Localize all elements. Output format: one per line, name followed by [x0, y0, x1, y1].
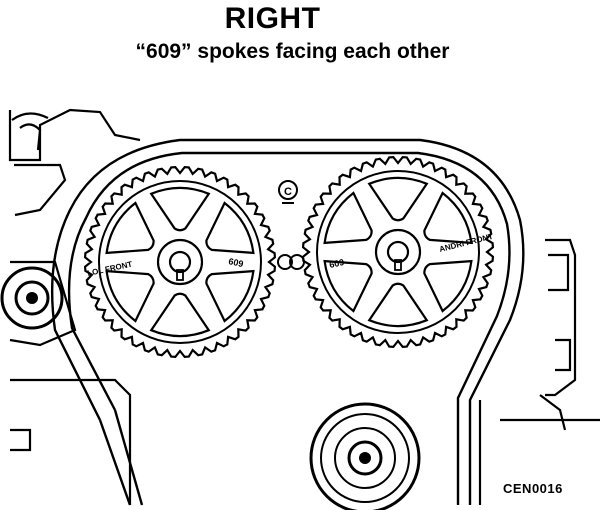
gear-spoke-window	[323, 191, 373, 245]
gear-spoke-window	[149, 292, 211, 338]
gear-rim	[98, 180, 262, 344]
alignment-mark-label: C	[284, 186, 292, 198]
gear-rim	[316, 170, 480, 334]
gear-spoke-window	[367, 282, 429, 328]
diagram-title: RIGHT	[224, 2, 321, 35]
camshaft-gear-left	[83, 165, 277, 359]
gear-teeth	[83, 165, 277, 359]
right-gear-front-mark: ANDRI FRONT	[438, 232, 494, 254]
gear-spoke-window	[367, 176, 429, 222]
alignment-mark: C	[277, 180, 305, 270]
gear-hub	[374, 228, 422, 276]
gear-spoke-window	[105, 201, 155, 255]
gear-bore	[386, 240, 410, 264]
gear-spoke-window	[205, 269, 255, 323]
gear-spoke-window	[149, 186, 211, 232]
gear-spoke-window	[423, 259, 473, 313]
right-gear-609-mark: 609	[328, 257, 345, 270]
timing-belt	[50, 138, 525, 506]
gear-bore	[168, 250, 192, 274]
gear-keyway	[394, 259, 402, 271]
figure-code: CEN0016	[503, 481, 563, 496]
idler-pulley-left	[0, 260, 77, 347]
gear-hub	[156, 238, 204, 286]
crankshaft-pulley	[309, 402, 421, 510]
gear-spoke-window	[323, 259, 373, 313]
left-gear-609-mark: 609	[228, 256, 245, 269]
diagram-subtitle: “609” spokes facing each other	[135, 40, 450, 63]
gear-spoke-window	[423, 191, 473, 245]
gear-teeth	[301, 155, 495, 349]
camshaft-gear-right	[301, 155, 495, 349]
gear-spoke-window	[105, 269, 155, 323]
engine-housing	[8, 108, 600, 505]
left-gear-front-mark: LOL FRONT	[87, 260, 134, 278]
gear-spoke-window	[205, 201, 255, 255]
gear-keyway	[176, 269, 184, 281]
